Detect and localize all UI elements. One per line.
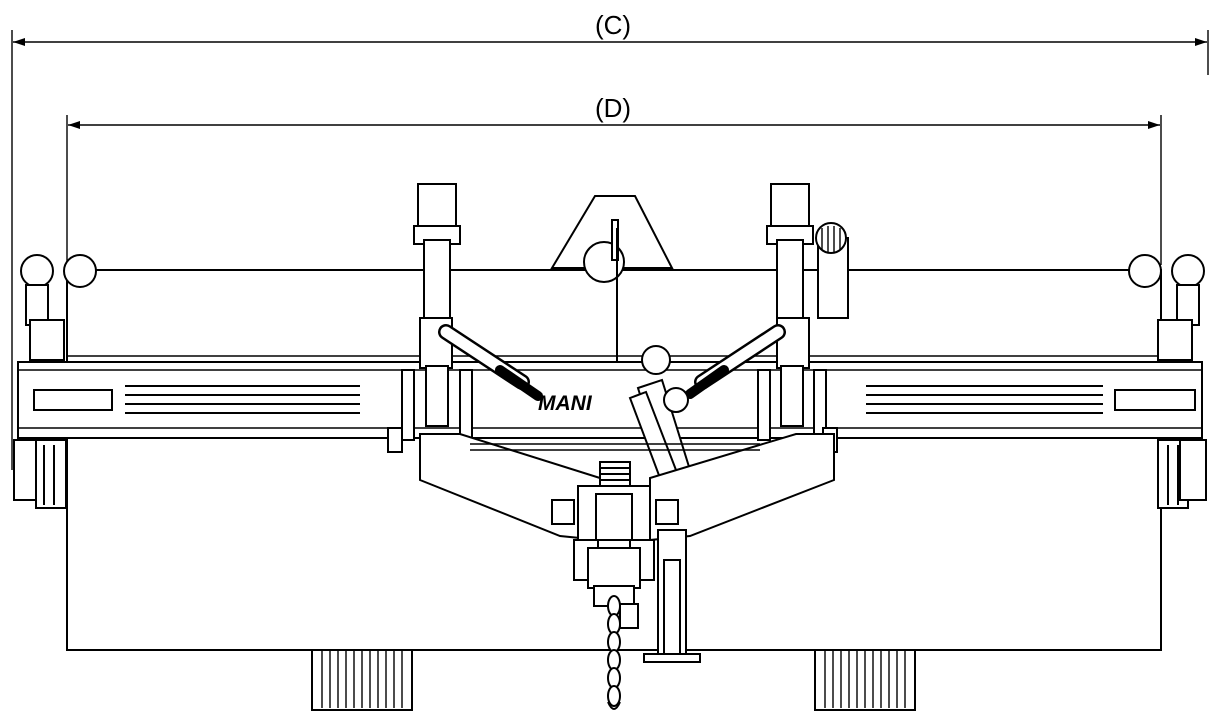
- dimension-c-label: (C): [595, 10, 631, 40]
- dimension-d: (D): [66, 93, 1162, 265]
- center-mast: [550, 195, 674, 470]
- brand-logo: MANI: [538, 392, 593, 415]
- hitch-assembly: [573, 461, 655, 607]
- dimension-c: (C): [11, 10, 1209, 470]
- a-frame-drawbar: [419, 433, 835, 542]
- top-platform: [66, 269, 1162, 363]
- dimension-d-label: (D): [595, 93, 631, 123]
- right-side-wheel-assembly: [1128, 254, 1207, 509]
- safety-chain: [607, 595, 639, 710]
- left-hydraulic-post: [387, 183, 473, 453]
- right-tire: [814, 647, 916, 711]
- right-actuator: [685, 324, 786, 399]
- jack-cylinder: [628, 345, 692, 480]
- left-actuator: [438, 324, 543, 401]
- right-hydraulic-post: [757, 183, 849, 453]
- left-side-wheel-assembly: [13, 254, 97, 509]
- cross-beam: [17, 361, 1203, 439]
- brand-logo-text: MANI: [538, 392, 593, 415]
- jack-leg: [643, 529, 701, 663]
- left-tire: [311, 647, 413, 711]
